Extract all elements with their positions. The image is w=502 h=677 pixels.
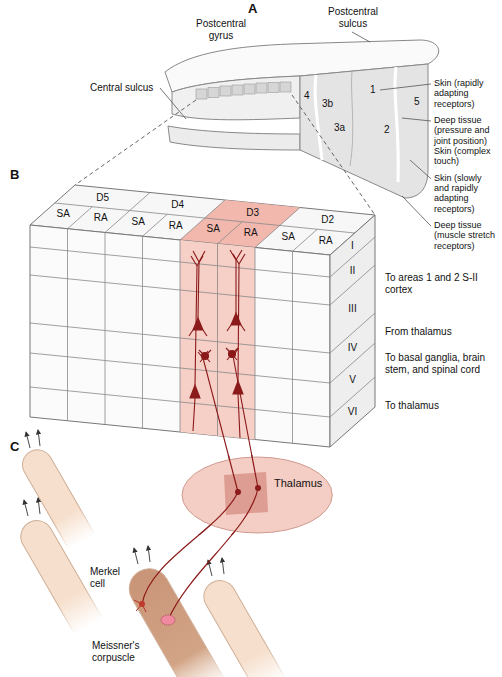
column-label: SA — [281, 231, 294, 243]
dashed-guide — [75, 100, 196, 185]
dashed-guide — [292, 95, 375, 215]
column-label: SA — [56, 208, 69, 220]
digit-label: D5 — [96, 192, 109, 204]
projection-label: To basal ganglia, brain stem, and spinal… — [385, 352, 498, 375]
receptor-name: Merkel cell — [90, 566, 130, 589]
leader-line — [380, 84, 431, 90]
thalamus-outline — [180, 455, 334, 535]
digit-label: D4 — [171, 199, 184, 211]
area-number: 3b — [322, 98, 333, 110]
receptor-label: Skin (rapidly adapting receptors) — [434, 78, 498, 109]
area-number: 3a — [334, 122, 345, 134]
panel-letter: B — [10, 168, 19, 183]
column-label: RA — [94, 212, 108, 224]
region-label: Postcentral sulcus — [320, 6, 386, 29]
digit-label: D3 — [246, 207, 259, 219]
leader-line — [410, 160, 431, 179]
brain-slab — [160, 32, 439, 198]
receptor-label: Skin (slowly and rapidly adapting recept… — [434, 173, 498, 214]
leader-line — [402, 196, 431, 226]
projection-label: From thalamus — [385, 326, 498, 338]
column-label: RA — [319, 235, 333, 247]
node-text: Thalamus — [274, 477, 322, 490]
layer-numeral: VI — [348, 406, 357, 418]
receptor-name: Meissner's corpuscle — [92, 640, 152, 663]
panel-letter: C — [10, 440, 19, 455]
region-label: Postcentral gyrus — [188, 18, 254, 41]
projection-label: To thalamus — [385, 400, 498, 412]
receptor-label: Deep tissue (pressure and joint position… — [434, 115, 498, 146]
layer-numeral: V — [349, 374, 356, 386]
column-label: RA — [244, 227, 258, 239]
cortex-block — [30, 185, 375, 492]
projection-label: To areas 1 and 2 S-II cortex — [385, 272, 498, 295]
area-number: 1 — [370, 84, 376, 96]
layer-numeral: III — [348, 303, 356, 315]
receptor-label: Skin (complex touch) — [434, 146, 498, 167]
area-number: 2 — [384, 124, 390, 136]
area-number: 5 — [414, 96, 420, 108]
panel-letter: A — [248, 2, 257, 17]
area-number: 4 — [304, 90, 310, 102]
thalamus-node: Thalamus — [180, 455, 334, 535]
layer-numeral: I — [351, 240, 354, 252]
layer-numeral: II — [350, 265, 356, 277]
column-label: SA — [206, 223, 219, 235]
leader-line — [402, 118, 431, 121]
column-label: RA — [169, 220, 183, 232]
receptor-label: Deep tissue (muscle stretch receptors) — [434, 220, 498, 251]
digit-label: D2 — [321, 214, 334, 226]
layer-numeral: IV — [348, 342, 357, 354]
column-label: SA — [131, 216, 144, 228]
region-label: Central sulcus — [90, 82, 153, 94]
